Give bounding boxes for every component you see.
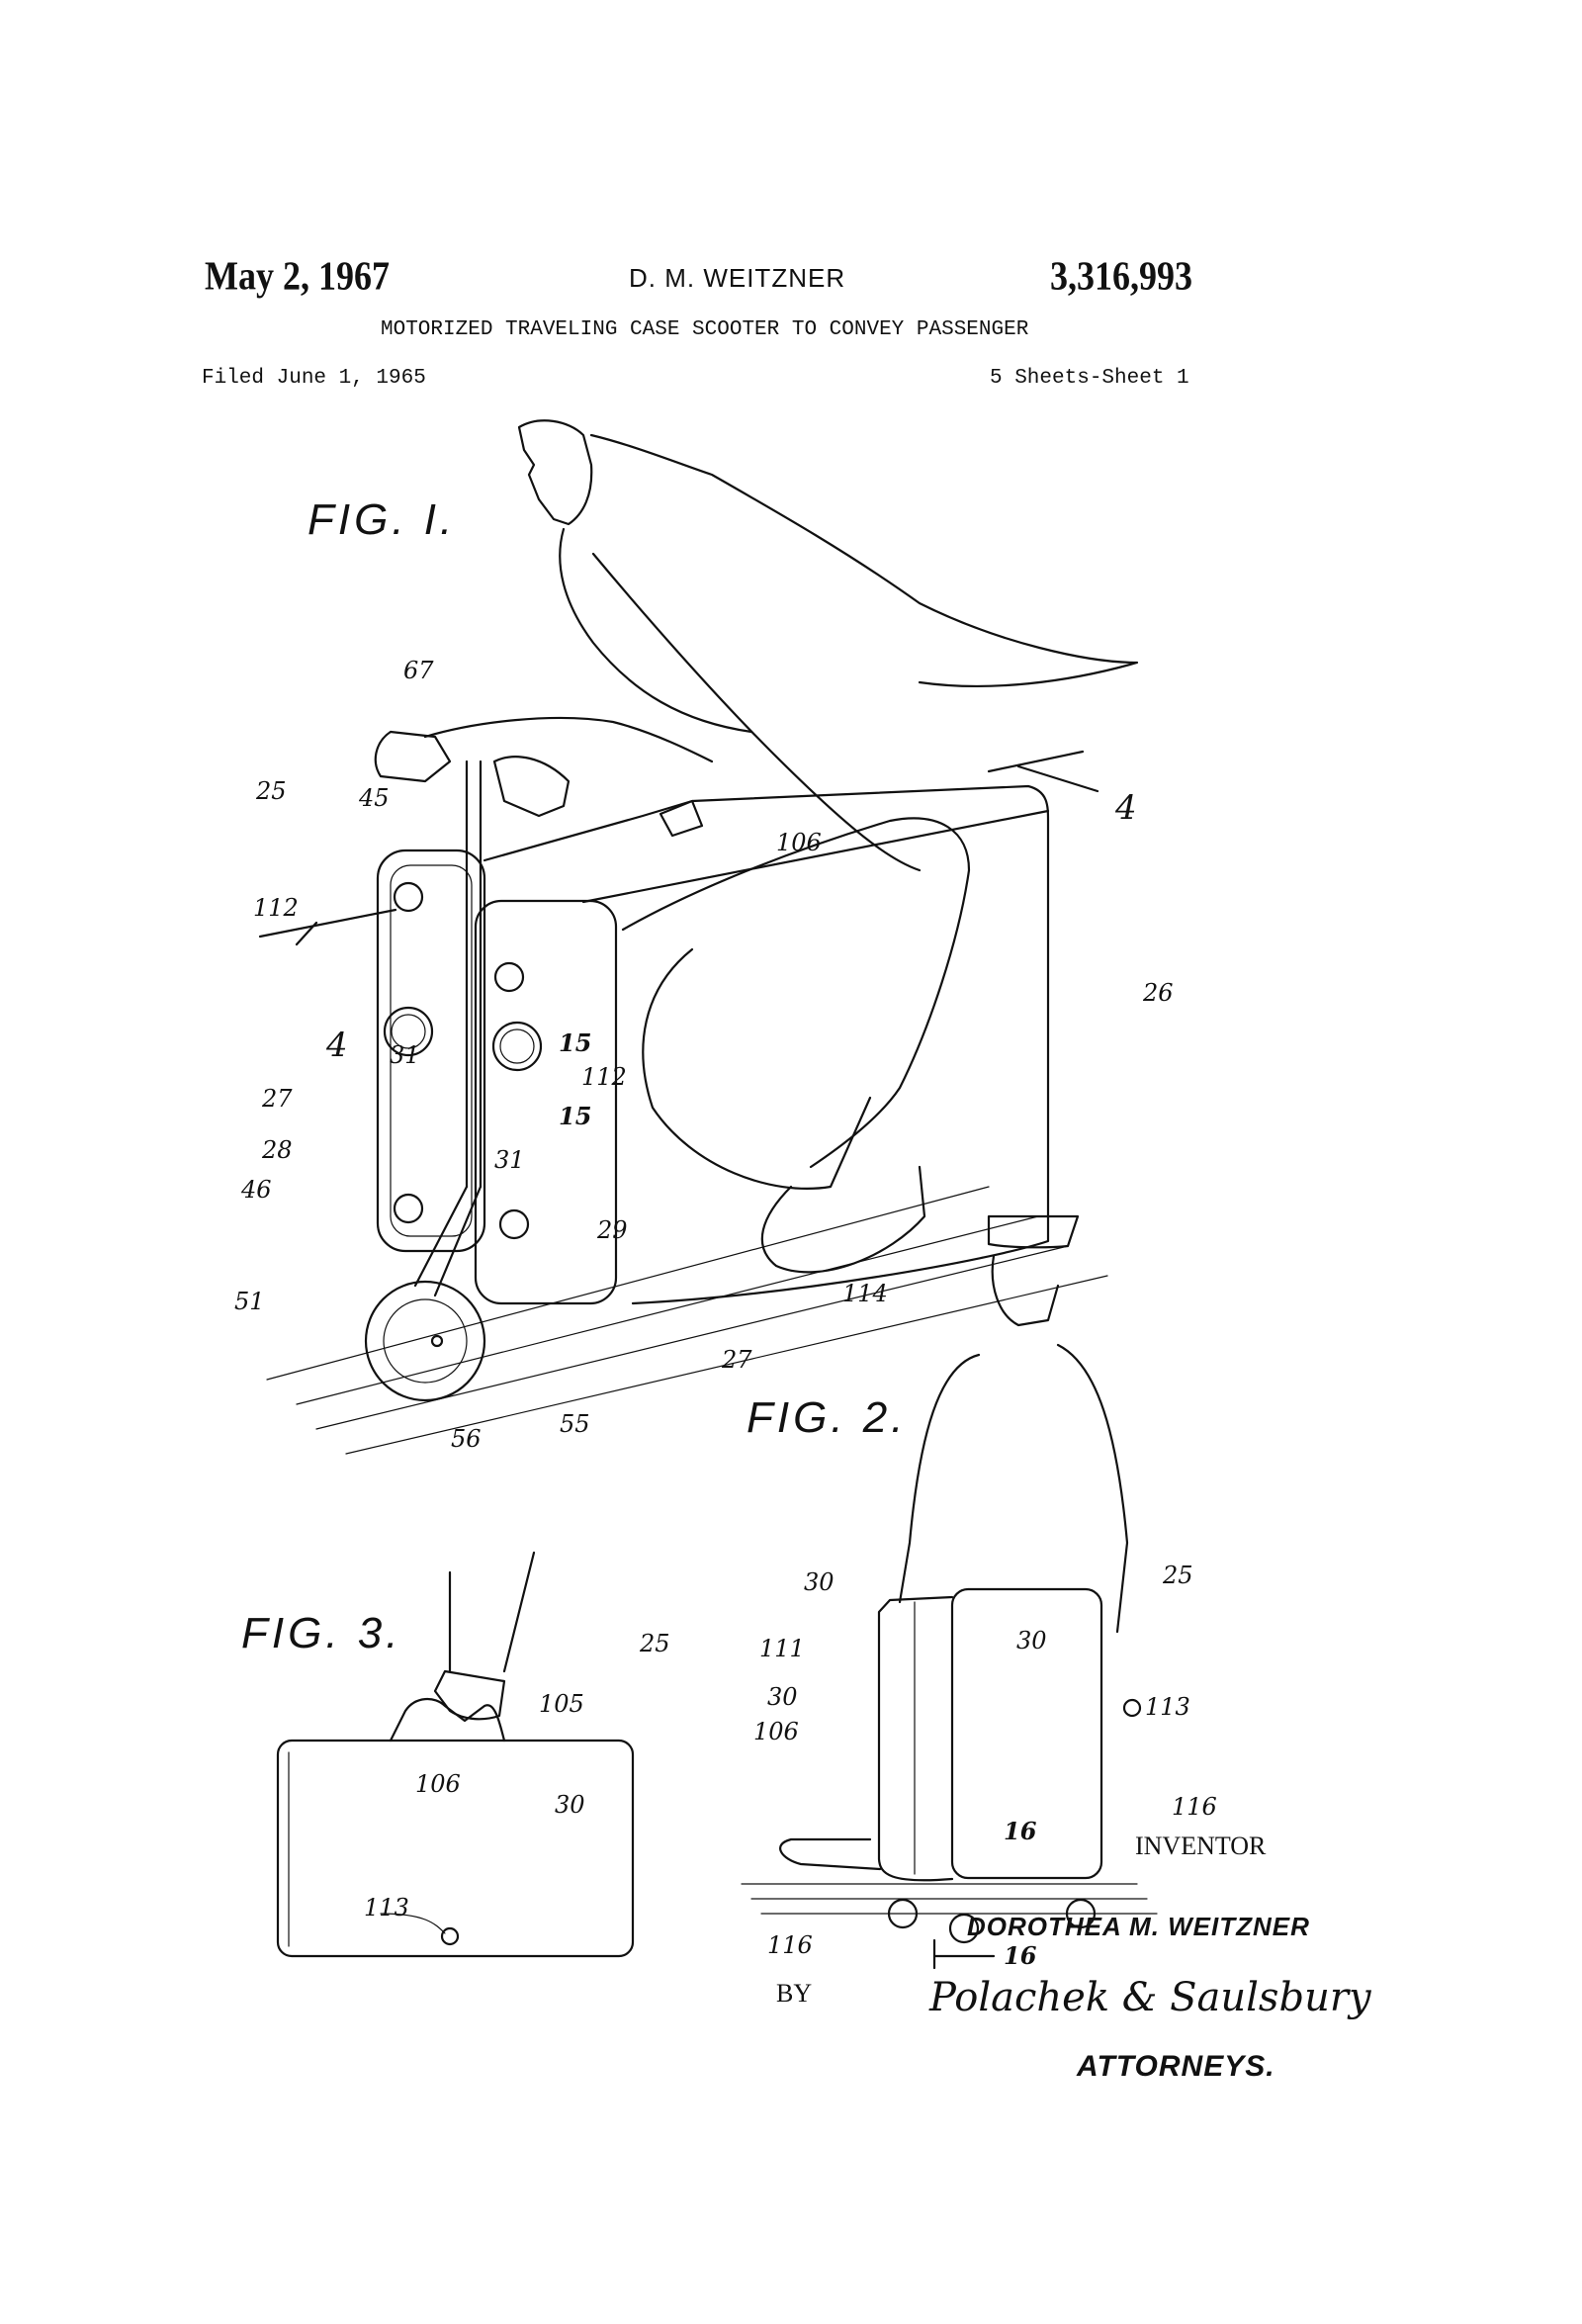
filed-date: Filed June 1, 1965	[202, 367, 426, 390]
section-marker: 4	[326, 1026, 348, 1065]
patent-date: May 2, 1967	[205, 252, 390, 299]
fig1-rider-drawing	[374, 419, 1139, 1274]
ref-numeral: 56	[451, 1425, 482, 1453]
ref-numeral: 106	[415, 1770, 461, 1798]
ref-numeral: 113	[364, 1894, 409, 1922]
ref-numeral: 27	[722, 1346, 752, 1374]
patent-number: 3,316,993	[1050, 252, 1192, 299]
ref-numeral: 29	[597, 1216, 628, 1244]
ref-numeral: 30	[555, 1791, 585, 1819]
ref-numeral: 112	[581, 1063, 627, 1091]
ref-numeral: 30	[767, 1683, 798, 1711]
ref-numeral: 113	[1145, 1693, 1190, 1721]
ref-numeral: 105	[539, 1690, 584, 1718]
fig1-label: FIG. I.	[308, 495, 457, 544]
attorney-signature: Polachek & Saulsbury	[929, 1975, 1371, 2020]
ref-numeral: 46	[241, 1176, 272, 1204]
ref-numeral: 106	[753, 1718, 799, 1745]
ref-numeral: 67	[403, 657, 434, 684]
ref-numeral: 30	[804, 1568, 835, 1596]
attorneys-label: ATTORNEYS.	[1077, 2050, 1275, 2083]
ref-numeral: 45	[359, 784, 390, 812]
inventor-short: D. M. WEITZNER	[629, 263, 846, 293]
ref-numeral: 25	[640, 1630, 670, 1657]
fig3-label: FIG. 3.	[241, 1609, 402, 1657]
inventor-label: INVENTOR	[1135, 1832, 1267, 1860]
by-label: BY	[776, 1979, 813, 2008]
ref-numeral: 55	[560, 1410, 590, 1438]
ref-numeral: 16	[1004, 1941, 1037, 1970]
patent-title: MOTORIZED TRAVELING CASE SCOOTER TO CONV…	[381, 318, 1029, 341]
sheet-count: 5 Sheets-Sheet 1	[990, 367, 1189, 390]
fig1-suitcase-drawing	[258, 750, 1108, 1455]
ref-numeral: 27	[262, 1085, 293, 1113]
ref-numeral: 28	[262, 1136, 293, 1164]
inventor-name: DOROTHEA M. WEITZNER	[967, 1912, 1310, 1941]
ref-numeral: 15	[559, 1028, 592, 1057]
ref-numeral: 30	[1016, 1627, 1047, 1654]
fig2-person-case-drawing	[741, 1214, 1158, 1970]
ref-numeral: 31	[390, 1041, 420, 1069]
ref-numeral: 116	[767, 1931, 813, 1959]
ref-numeral: 116	[1172, 1793, 1217, 1821]
fig3-case-drawing	[276, 1551, 635, 1958]
ref-numeral: 25	[256, 777, 287, 805]
ref-numeral: 111	[759, 1635, 805, 1662]
ref-numeral: 31	[494, 1146, 525, 1174]
ref-numeral: 25	[1163, 1562, 1193, 1589]
section-marker: 4	[1115, 788, 1137, 828]
ref-numeral: 16	[1004, 1817, 1037, 1845]
ref-numeral: 114	[842, 1280, 888, 1307]
ref-numeral: 15	[559, 1102, 592, 1130]
ref-numeral: 112	[253, 894, 299, 922]
ref-numeral: 26	[1143, 979, 1174, 1007]
ref-numeral: 106	[776, 829, 822, 856]
ref-numeral: 51	[234, 1288, 265, 1315]
fig2-label: FIG. 2.	[747, 1393, 908, 1442]
